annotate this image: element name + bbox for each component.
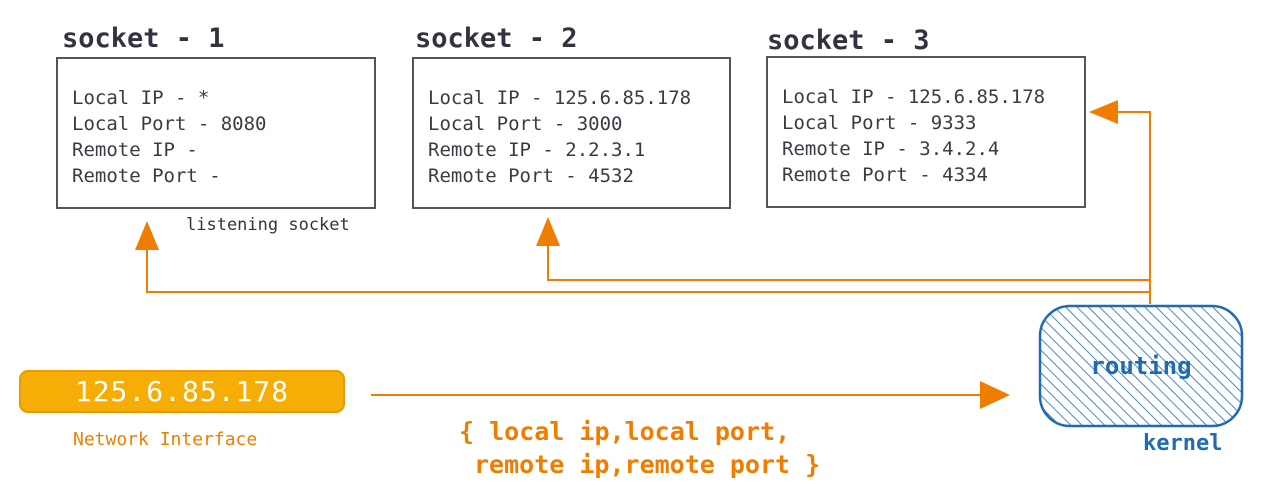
network-interface-label: Network Interface	[73, 429, 258, 450]
socket-3-remote-ip: Remote IP - 3.4.2.4	[782, 138, 1000, 160]
socket-2-fields: Local IP - 125.6.85.178 Local Port - 300…	[428, 85, 691, 189]
socket-1-local-ip: Local IP - *	[72, 87, 210, 109]
arrowhead-socket-3	[1089, 100, 1118, 124]
socket-1-remote-port: Remote Port -	[72, 165, 221, 187]
socket-1-box: Local IP - * Local Port - 8080 Remote IP…	[56, 57, 376, 209]
route-wire-socket-2	[547, 246, 1150, 281]
arrowhead-routing	[980, 381, 1010, 409]
socket-3-title: socket - 3	[767, 25, 930, 56]
route-wire-socket-3	[1118, 111, 1151, 304]
socket-2-local-port: Local Port - 3000	[428, 113, 623, 135]
socket-2-title: socket - 2	[415, 23, 578, 54]
socket-3-box: Local IP - 125.6.85.178 Local Port - 933…	[766, 56, 1086, 208]
socket-2-remote-ip: Remote IP - 2.2.3.1	[428, 139, 646, 161]
network-interface-ip: 125.6.85.178	[74, 375, 290, 408]
arrowhead-socket-1	[135, 221, 159, 250]
socket-1-local-port: Local Port - 8080	[72, 113, 267, 135]
socket-2-remote-port: Remote Port - 4532	[428, 165, 634, 187]
kernel-label: kernel	[1143, 431, 1223, 456]
socket-3-local-ip: Local IP - 125.6.85.178	[782, 86, 1046, 108]
network-interface-pill: 125.6.85.178	[19, 370, 345, 413]
listening-socket-caption: listening socket	[186, 215, 350, 235]
socket-1-remote-ip: Remote IP -	[72, 139, 198, 161]
arrowhead-socket-2	[536, 217, 560, 246]
tuple-line-2: remote ip,remote port }	[474, 450, 821, 479]
socket-2-local-ip: Local IP - 125.6.85.178	[428, 87, 692, 109]
socket-1-fields: Local IP - * Local Port - 8080 Remote IP…	[72, 85, 266, 189]
socket-3-remote-port: Remote Port - 4334	[782, 164, 988, 186]
tuple-line-1: { local ip,local port,	[459, 417, 791, 446]
routing-label: routing	[1090, 352, 1192, 380]
route-wire-socket-1	[146, 250, 1151, 304]
socket-3-fields: Local IP - 125.6.85.178 Local Port - 933…	[782, 84, 1045, 188]
socket-2-box: Local IP - 125.6.85.178 Local Port - 300…	[412, 57, 731, 209]
routing-block	[1038, 304, 1244, 428]
socket-1-title: socket - 1	[62, 23, 225, 54]
socket-3-local-port: Local Port - 9333	[782, 112, 977, 134]
